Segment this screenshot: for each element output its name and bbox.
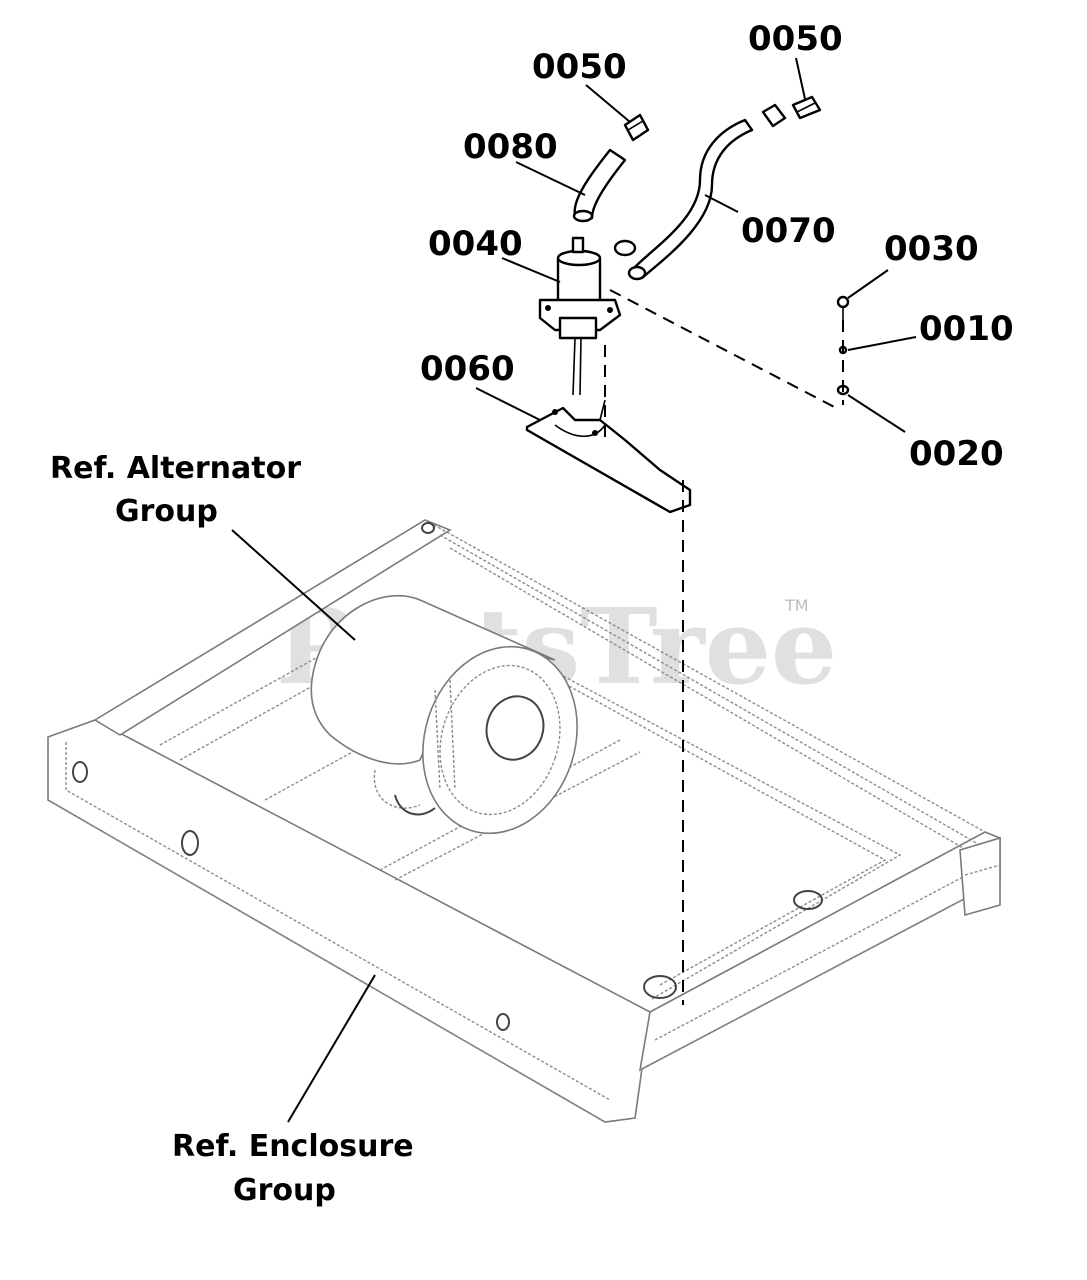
hose-0070: [627, 118, 754, 281]
bracket-0060: [525, 399, 692, 514]
short-hose: [573, 148, 627, 220]
mount-hole: [496, 1013, 510, 1031]
ref-enclosure-line1[interactable]: Ref. Enclosure: [172, 1129, 414, 1164]
fuel-hose: [630, 118, 754, 280]
mount-hole: [181, 830, 199, 856]
vibration-mount: [793, 890, 823, 910]
clamp-ring: [613, 239, 637, 257]
callout-0080[interactable]: 0080: [463, 127, 558, 167]
hose-0080: [572, 148, 627, 223]
alternator-end-bell: [422, 645, 578, 835]
leader-alternator: [231, 529, 356, 641]
leader-0020: [847, 394, 906, 433]
callout-0030[interactable]: 0030: [884, 229, 979, 269]
callout-0020[interactable]: 0020: [909, 434, 1004, 474]
regulator-base: [558, 316, 598, 340]
hose-clamp: [613, 239, 637, 257]
alternator-assembly: [310, 595, 578, 835]
bracket-hole: [592, 430, 598, 436]
leader-0050-right: [795, 57, 806, 100]
callout-0070[interactable]: 0070: [741, 211, 836, 251]
screw-head-0030: [836, 295, 850, 309]
mount-hole: [421, 522, 435, 534]
vibration-mount: [643, 975, 677, 999]
leader-enclosure: [287, 974, 376, 1123]
ref-alternator-line2[interactable]: Group: [115, 494, 218, 529]
leader-0080: [515, 161, 586, 196]
elbow-fitting: [623, 113, 650, 142]
bracket-hole: [552, 409, 558, 415]
leader-0010: [847, 336, 917, 351]
callout-0060[interactable]: 0060: [420, 349, 515, 389]
callout-0050-left[interactable]: 0050: [532, 47, 627, 87]
alternator-hub: [485, 695, 545, 761]
fuel-regulator-0040: [538, 236, 622, 396]
leader-0040: [501, 257, 561, 283]
watermark-trademark: TM: [784, 596, 809, 615]
mounting-bracket: [525, 406, 692, 514]
rail-end-block: [959, 836, 1001, 917]
hex-nut: [761, 103, 787, 128]
leader-0050-left: [585, 84, 631, 123]
right-rail: [638, 831, 1001, 1072]
assembly-line-hardware: [609, 289, 841, 411]
ref-alternator-line1[interactable]: Ref. Alternator: [50, 451, 301, 486]
mount-hole: [72, 761, 88, 783]
ref-enclosure-line2[interactable]: Group: [233, 1173, 336, 1208]
back-rail: [93, 519, 452, 736]
leader-0060: [475, 387, 541, 421]
callout-0010[interactable]: 0010: [919, 309, 1014, 349]
callout-0050-right[interactable]: 0050: [748, 19, 843, 59]
callout-0040[interactable]: 0040: [428, 224, 523, 264]
regulator-nipple: [571, 236, 585, 254]
leader-0030: [847, 269, 889, 299]
leader-0070: [704, 194, 739, 213]
fitting-0050-left: [623, 113, 650, 142]
enclosure-frame: [47, 519, 1001, 1123]
fitting-0050-right: [761, 95, 822, 128]
